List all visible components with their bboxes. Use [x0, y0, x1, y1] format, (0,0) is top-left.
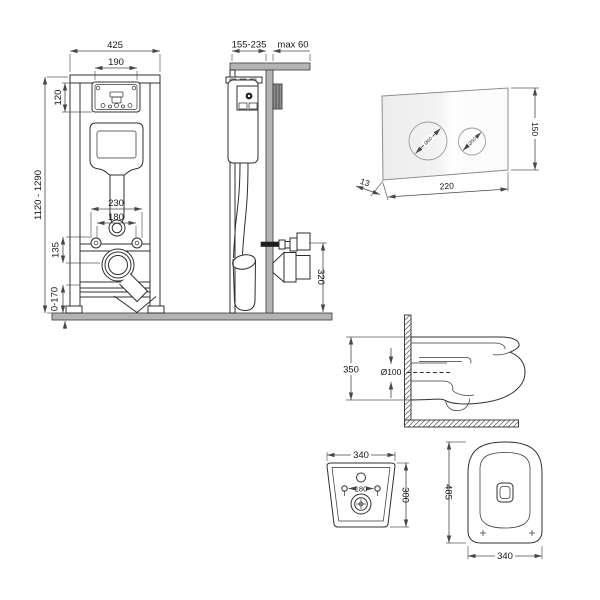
cistern-front: [89, 122, 144, 176]
cistern-window: [96, 130, 137, 159]
wall-stud: [265, 69, 274, 314]
bowl-back-shape: [326, 462, 396, 528]
button-small-dim-label: Ø50: [467, 136, 478, 147]
drain-diameter-dim-label: Ø100: [381, 367, 402, 377]
mount-hole-right: [374, 485, 381, 496]
mount-height-dim-label: 350: [343, 365, 359, 376]
flush-button-large: Ø60: [408, 121, 448, 161]
wall-clearance-dim-label: max 60: [277, 40, 308, 51]
floor-section: [404, 419, 519, 428]
bowl-depth-dim-label: 485: [443, 484, 454, 500]
button-large-dim-label: Ø60: [423, 136, 434, 147]
water-connection-fitting: [260, 232, 311, 252]
frame-right-rail: [149, 74, 161, 314]
bowl-side-view: 350 Ø100: [341, 314, 526, 428]
frame-front-structure: [65, 74, 165, 314]
bolt-spacing-inner-dim-label: 180: [108, 212, 124, 223]
back-bolt-spacing-dim-label: 180: [355, 485, 368, 494]
depth-range-dim-label: 155-235: [232, 40, 267, 51]
floor-strip: [51, 312, 333, 321]
flush-plate: [381, 87, 509, 181]
outlet-height-dim-label: 320: [315, 269, 326, 285]
frame-front-dimensions: 425 190 120 1120 - 1290 230 18: [33, 40, 161, 329]
frame-side-dimensions: 155-235 max 60 320: [232, 40, 327, 312]
back-width-dim-label: 340: [353, 450, 369, 461]
inlet-hole: [356, 472, 366, 483]
plate-thickness-dim-label: 13: [359, 176, 371, 189]
bowl-top-view: 485 340: [443, 441, 543, 562]
bowl-top-shape: [467, 441, 543, 544]
wall-bracket-block: [272, 83, 283, 110]
bowl-back-dimensions: 340 180 300: [326, 449, 411, 528]
drain-outlet: [101, 248, 157, 314]
back-height-dim-label: 300: [400, 487, 411, 503]
plate-width-dim-label: 220: [439, 181, 454, 192]
cutout-height-dim-label: 120: [53, 90, 64, 106]
top-mount-bar: [229, 62, 311, 71]
flush-access-box: [91, 81, 141, 113]
bowl-top-dimensions: 485 340: [443, 441, 543, 562]
wall-section: [404, 314, 412, 421]
frame-side-structure: [225, 62, 311, 314]
frame-left-rail: [69, 74, 81, 314]
fixing-bolt-left: [90, 237, 102, 249]
frame-right-foot: [147, 305, 165, 314]
frame-front-view: 425 190 120 1120 - 1290 230 18: [33, 40, 165, 329]
hinge-mark-right: [529, 530, 535, 536]
bowl-side-profile: [406, 336, 526, 412]
plate-height-dim-label: 150: [530, 122, 540, 136]
flush-plate-view: Ø60 Ø50 150 220 13: [355, 87, 540, 201]
fill-valve-box: [236, 85, 259, 111]
flush-plate-dimensions: 150 220 13: [355, 87, 540, 201]
feet-range-dim-label: 0-170: [50, 287, 61, 311]
cutout-width-dim-label: 190: [108, 57, 124, 68]
flush-button-small: Ø50: [458, 127, 486, 156]
outlet-hole: [350, 493, 372, 515]
drain-connection-fitting: [272, 251, 311, 284]
trap-cover-glyph: [496, 482, 514, 503]
bowl-back-view: 340 180 300: [326, 449, 411, 528]
bolt-spacing-outer-dim-label: 230: [108, 198, 124, 209]
frame-height-dim-label: 1120 - 1290: [33, 170, 44, 220]
bowl-width-dim-label: 340: [497, 551, 513, 562]
frame-tube-side: [229, 69, 236, 314]
hinge-mark-left: [480, 530, 486, 536]
outlet-offset-dim-label: 135: [51, 242, 62, 258]
fixing-bolt-right: [131, 237, 143, 249]
frame-width-dim-label: 425: [107, 40, 123, 51]
frame-left-foot: [65, 305, 83, 314]
flush-bend-side: [232, 162, 256, 312]
mount-hole-left: [341, 485, 348, 496]
cistern-side: [227, 79, 259, 164]
bowl-side-dimensions: 350 Ø100: [341, 336, 411, 401]
frame-side-view: 155-235 max 60 320: [225, 40, 327, 314]
